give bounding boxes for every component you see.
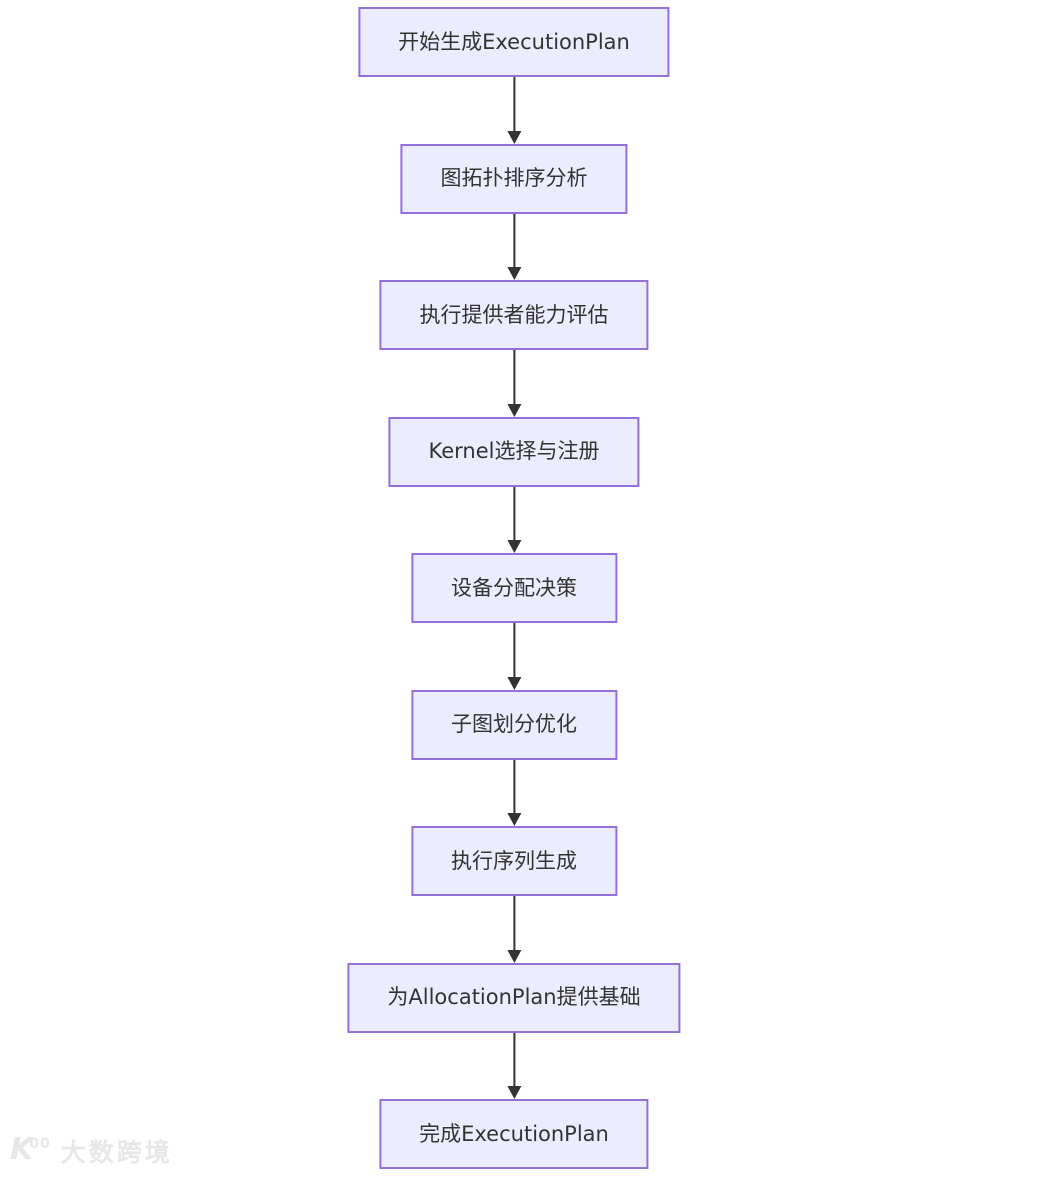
arrowhead-icon bbox=[506, 813, 521, 826]
arrowhead-icon bbox=[506, 1086, 521, 1099]
arrowhead-icon bbox=[506, 267, 521, 280]
flow-node-label: 设备分配决策 bbox=[450, 575, 577, 600]
flow-arrow bbox=[506, 623, 522, 690]
flow-node-label: 图拓扑排序分析 bbox=[440, 166, 588, 190]
flowchart: 开始生成ExecutionPlan 图拓扑排序分析 执行提供者能力评估 Kern… bbox=[347, 7, 681, 1169]
flow-node-7: 执行序列生成 bbox=[410, 826, 617, 896]
flow-node-label: 完成ExecutionPlan bbox=[419, 1121, 609, 1146]
flow-node-label: 开始生成ExecutionPlan bbox=[398, 29, 630, 54]
flow-arrow bbox=[506, 77, 522, 144]
flow-node-4: Kernel选择与注册 bbox=[388, 416, 640, 487]
flow-arrow bbox=[506, 1032, 522, 1099]
arrowhead-icon bbox=[506, 540, 521, 553]
flow-node-3: 执行提供者能力评估 bbox=[379, 280, 649, 350]
dashukuajing-logo-sup: 00 bbox=[29, 1136, 51, 1152]
watermark-text: 大数跨境 bbox=[60, 1138, 173, 1167]
flow-node-9: 完成ExecutionPlan bbox=[379, 1099, 649, 1169]
arrowhead-icon bbox=[506, 676, 521, 690]
dashukuajing-logo-icon: K bbox=[10, 1132, 33, 1167]
flow-node-label: 执行序列生成 bbox=[450, 848, 577, 873]
flow-node-8: 为AllocationPlan提供基础 bbox=[347, 962, 681, 1033]
flow-node-label: 为AllocationPlan提供基础 bbox=[387, 985, 641, 1009]
flow-node-1: 开始生成ExecutionPlan bbox=[358, 7, 670, 77]
arrowhead-icon bbox=[506, 403, 521, 417]
flow-arrow bbox=[506, 213, 522, 280]
flow-arrow bbox=[506, 486, 522, 553]
flow-node-label: 子图划分优化 bbox=[450, 712, 577, 736]
flow-node-label: 执行提供者能力评估 bbox=[419, 302, 609, 327]
arrowhead-icon bbox=[506, 949, 521, 963]
flow-node-label: Kernel选择与注册 bbox=[428, 439, 600, 463]
flow-node-5: 设备分配决策 bbox=[410, 553, 617, 623]
flow-node-2: 图拓扑排序分析 bbox=[400, 143, 628, 214]
flow-arrow bbox=[506, 896, 522, 963]
flow-arrow bbox=[506, 350, 522, 417]
arrowhead-icon bbox=[506, 130, 521, 144]
flow-node-6: 子图划分优化 bbox=[410, 689, 617, 760]
flow-arrow bbox=[506, 759, 522, 826]
